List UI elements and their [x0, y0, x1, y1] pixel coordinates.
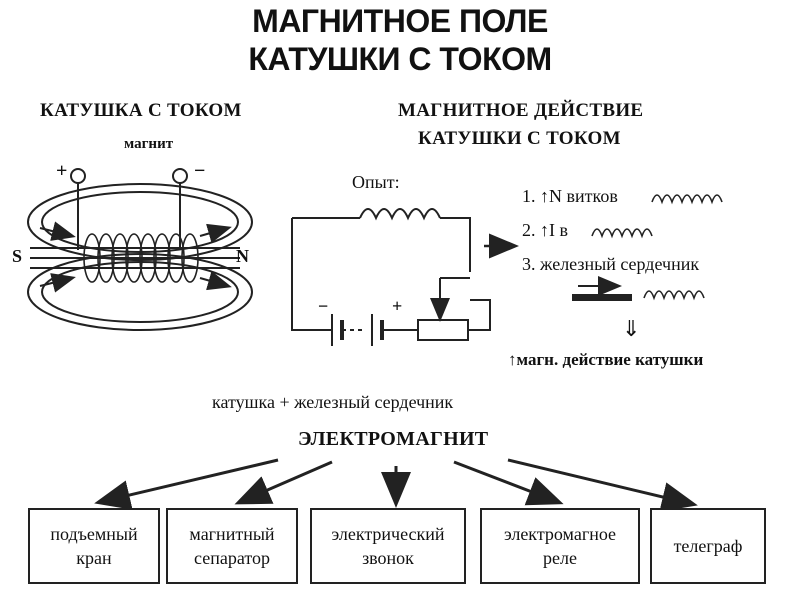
coil-illustration	[27, 168, 253, 331]
arrow-to-relay	[453, 460, 564, 506]
plus-sign: +	[56, 160, 68, 182]
magnetic-action-heading-2: КАТУШКИ С ТОКОМ	[418, 128, 621, 149]
experiment-circuit	[291, 208, 491, 346]
application-telegraph: телеграф	[650, 508, 766, 584]
list-item-turns: 1. ↑N витков	[522, 186, 618, 206]
coil-heading: КАТУШКА С ТОКОМ	[40, 100, 242, 121]
field-arrow-4	[199, 270, 232, 291]
coil-icon-3	[643, 290, 705, 301]
magnet-label: магнит	[124, 136, 174, 152]
battery-plus: +	[392, 296, 403, 316]
electromagnet-label: ЭЛЕКТРОМАГНИТ	[298, 428, 489, 450]
result-label: ↑магн. действие катушки	[508, 350, 704, 369]
coil-icon-1	[651, 194, 723, 205]
list-item-core: 3. железный сердечник	[522, 254, 700, 274]
field-arrow-1	[39, 221, 76, 241]
iron-core-bar	[572, 294, 632, 301]
arrow-to-separator	[234, 460, 333, 505]
experiment-label: Опыт:	[352, 172, 400, 192]
terminal-minus	[172, 168, 188, 184]
rheostat	[417, 319, 469, 341]
field-arrow-2	[199, 223, 232, 244]
page-title-line2: КАТУШКИ С ТОКОМ	[248, 41, 552, 77]
coil-icon-2	[591, 228, 653, 239]
north-pole-label: N	[236, 246, 249, 266]
list-coil-icons	[591, 194, 723, 301]
magnetic-action-heading-1: МАГНИТНОЕ ДЕЙСТВИЕ	[398, 100, 644, 121]
page-title-line1: МАГНИТНОЕ ПОЛЕ	[252, 3, 548, 39]
field-arrow-3	[39, 273, 76, 293]
terminal-plus	[70, 168, 86, 184]
coil-plus-core-label: катушка + железный сердечник	[212, 392, 454, 412]
arrow-to-telegraph	[507, 458, 698, 512]
minus-sign: −	[194, 160, 206, 182]
circuit-inductor	[359, 208, 441, 221]
south-pole-label: S	[12, 246, 23, 266]
battery-minus: −	[318, 296, 329, 316]
application-arrows	[94, 458, 698, 512]
coil-turns	[83, 233, 199, 283]
list-item-current: 2. ↑I в	[522, 220, 568, 240]
arrow-to-crane	[94, 458, 279, 510]
down-double-arrow: ⇓	[622, 316, 641, 341]
